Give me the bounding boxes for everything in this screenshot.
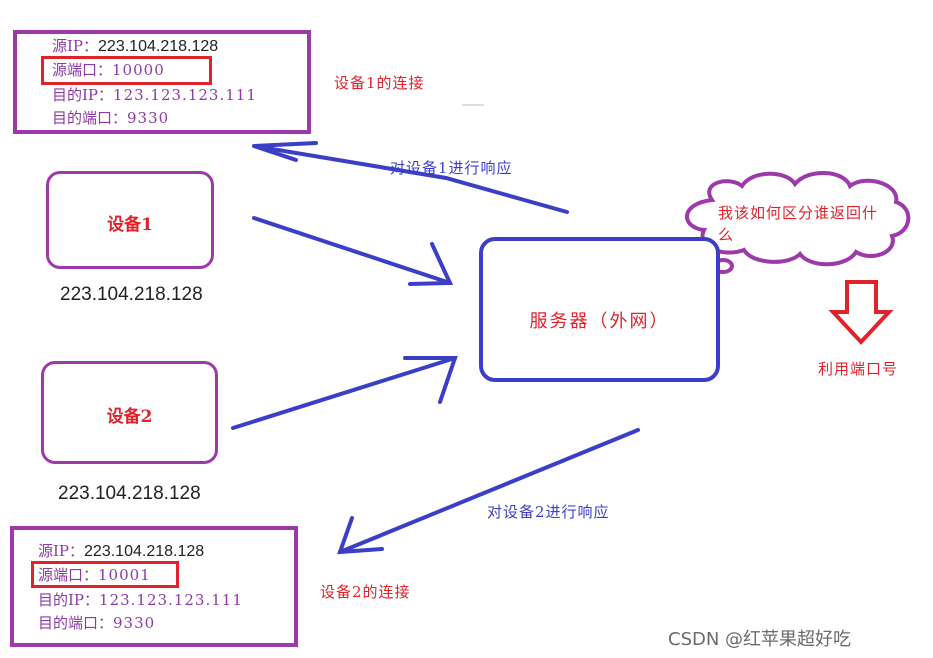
answer-label: 利用端口号 <box>818 360 899 378</box>
device2-node: 设备2 <box>41 361 218 464</box>
device1-request-arrow <box>252 216 454 286</box>
connection2-src-ip-label: 源IP： <box>38 542 85 560</box>
device1-node: 设备1 <box>46 171 214 269</box>
connection2-src-port-value: 10001 <box>98 566 151 584</box>
connection1-caption: 设备1的连接 <box>334 74 425 92</box>
connection1-src-port: 源端口：10000 <box>52 60 165 80</box>
device2-label: 设备2 <box>106 407 153 427</box>
server-label: 服务器（外网） <box>529 311 670 332</box>
device2-response-arrow <box>337 428 640 555</box>
down-arrow-icon <box>828 280 894 345</box>
server-node: 服务器（外网） <box>479 237 720 382</box>
device1-ip: 223.104.218.128 <box>60 284 203 305</box>
connection1-src-port-label: 源端口： <box>52 61 113 79</box>
thought-cloud-text: 我该如何区分谁返回什 么 <box>718 202 918 246</box>
connection1-src-port-value: 10000 <box>112 61 165 79</box>
device2-ip: 223.104.218.128 <box>58 483 201 504</box>
connection1-src-port-highlight <box>41 56 212 85</box>
connection1-dst-ip-value: 123.123.123.111 <box>113 86 257 104</box>
connection2-dst-port-label: 目的端口： <box>38 614 114 632</box>
connection1-dst-port-value: 9330 <box>127 109 170 127</box>
connection2-dst-ip-label: 目的IP： <box>38 591 100 609</box>
device2-request-arrow <box>231 356 458 430</box>
response-device2-label: 对设备2进行响应 <box>487 503 610 521</box>
connection1-src-ip-value: 223.104.218.128 <box>98 38 219 55</box>
connection2-dst-port-value: 9330 <box>113 614 156 632</box>
connection2-caption: 设备2的连接 <box>320 583 411 601</box>
connection2-src-ip: 源IP：223.104.218.128 <box>38 541 204 562</box>
connection2-dst-ip-value: 123.123.123.111 <box>99 591 243 609</box>
thought-cloud-line2: 么 <box>718 226 735 244</box>
response-device1-label: 对设备1进行响应 <box>390 159 513 177</box>
connection1-dst-ip-label: 目的IP： <box>52 86 114 104</box>
connection2-src-ip-value: 223.104.218.128 <box>84 543 205 560</box>
connection1-dst-port-label: 目的端口： <box>52 109 128 127</box>
device1-response-arrow <box>252 141 569 214</box>
connection1-dst-port: 目的端口：9330 <box>52 108 169 128</box>
connection2-src-port-label: 源端口： <box>38 566 99 584</box>
device1-label: 设备1 <box>107 215 153 235</box>
thought-cloud-line1: 我该如何区分谁返回什 <box>718 204 879 222</box>
connection2-src-port-highlight <box>31 561 179 588</box>
connection1-dst-ip: 目的IP：123.123.123.111 <box>52 85 257 105</box>
connection1-src-ip: 源IP：223.104.218.128 <box>52 36 218 57</box>
connection2-src-port: 源端口：10001 <box>38 565 151 585</box>
connection2-dst-port: 目的端口：9330 <box>38 613 155 633</box>
watermark: CSDN @红苹果超好吃 <box>668 629 852 650</box>
connection1-src-ip-label: 源IP： <box>52 37 99 55</box>
connection2-dst-ip: 目的IP：123.123.123.111 <box>38 590 243 610</box>
